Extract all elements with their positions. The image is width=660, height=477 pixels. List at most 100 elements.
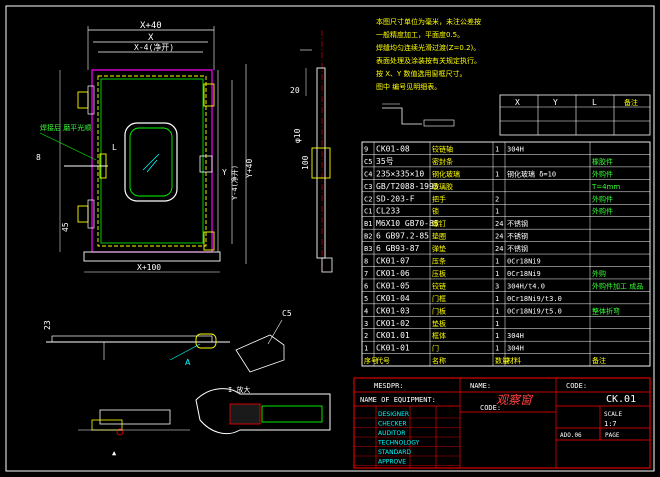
bom-cell-no: 4 (364, 307, 368, 315)
side-view: 20 φ10 100 (290, 30, 333, 273)
note-4: 表面处理及涂装按有关规定执行。 (376, 56, 481, 65)
gasket-section (229, 403, 261, 425)
bom-cell-no: 9 (364, 145, 368, 153)
tb-equipment: NAME OF EQUIPMENT: (360, 396, 436, 404)
bom-cell-note: 整体折弯 (592, 306, 620, 315)
tb-role: APPROVE (378, 459, 406, 466)
bom-cell-mat: 304H (507, 145, 524, 153)
bom-cell-code: 6 GB97.2-85 (376, 232, 429, 241)
front-view: X+40 X X-4(净开) Y Y-4(净开) Y+40 L (36, 21, 254, 273)
bom-cell-name: 门框 (432, 294, 446, 303)
bom-cell-no: 8 (364, 258, 368, 266)
bom-cell-mat: 304H (507, 332, 524, 340)
bom-cell-code: CK01-08 (376, 144, 410, 153)
dim-x-plus-100: X+100 (137, 263, 161, 272)
tb-role: AUDITOR (378, 430, 405, 437)
bom-cell-mat: 0Cr18Ni9/t5.0 (507, 307, 562, 315)
tb-code-small: CODE: (480, 404, 501, 412)
technical-notes: 本图尺寸单位为毫米，未注公差按 一般精度加工，平面度0.5。 焊缝均匀连续光滑过… (376, 17, 481, 91)
bom-cell-code: GB/T2088-1995 (376, 182, 439, 191)
note-5: 按 X、Y 数值选用窗框尺寸。 (376, 69, 467, 78)
tb-role: DESIGNER (378, 411, 409, 418)
svg-text:▲: ▲ (112, 449, 117, 457)
bom-cell-name: 锁 (432, 207, 439, 216)
note-2: 一般精度加工，平面度0.5。 (376, 30, 464, 39)
bom-cell-no: 2 (364, 332, 368, 340)
bom-cell-name: 铰链轴 (432, 144, 453, 153)
bom-cell-no: B3 (364, 245, 372, 253)
bom-cell-note: T=4mm (591, 183, 620, 191)
bom-cell-qty: 1 (495, 258, 499, 266)
side-profile (316, 67, 326, 259)
bom-cell-qty: 3 (495, 282, 499, 290)
bom-cell-no: B2 (364, 233, 372, 241)
bom-cell-note: 外购件 (592, 169, 613, 178)
tb-code-label: CODE: (566, 382, 587, 390)
dim-x-minus-4: X-4(净开) (134, 42, 174, 52)
bom-cell-note: 橡胶件 (592, 157, 613, 166)
dim-x-plus-40: X+40 (140, 21, 162, 31)
bom-cell-no: C3 (364, 183, 372, 191)
bom-cell-name: 垫板 (432, 319, 446, 328)
bom-cell-qty: 1 (495, 307, 499, 315)
bom-cell-qty: 1 (495, 145, 499, 153)
bom-cell-code: CK01-05 (376, 281, 410, 290)
bom-cell-code: CK01-07 (376, 257, 410, 266)
note-6: 图中 编号见明细表。 (376, 82, 441, 91)
bom-cell-no: B1 (364, 220, 372, 228)
bom-cell-no: 6 (364, 282, 368, 290)
lock (199, 155, 213, 173)
bom-cell-qty: 1 (495, 295, 499, 303)
bom-cell-qty: 1 (495, 320, 499, 328)
note-1: 本图尺寸单位为毫米，未注公差按 (376, 17, 481, 26)
glass-section (261, 405, 323, 423)
bom-cell-mat: 0Cr18Ni9 (507, 270, 541, 278)
bom-cell-qty: 1 (495, 332, 499, 340)
bom-header-cell: 数量 (495, 356, 509, 365)
bom-cell-qty: 24 (495, 220, 503, 228)
bom-cell-name: 压板 (432, 269, 446, 278)
door-panel (100, 78, 204, 244)
c5-callout: C5 (282, 309, 292, 318)
bom-cell-qty: 1 (495, 208, 499, 216)
bom-cell-code: CK01-02 (376, 319, 410, 328)
bom-cell-mat: 不锈钢 (507, 219, 528, 228)
bom-header-cell: 代号 (376, 356, 390, 365)
bom-header-cell: 名称 (432, 356, 446, 365)
side-handle (311, 147, 331, 179)
section-view: A 23 (43, 320, 230, 367)
bom-cell-code: CK01-03 (376, 306, 410, 315)
bom-cell-mat: 0Cr18Ni9 (507, 258, 541, 266)
dimension-table: X Y L 备注 (499, 94, 651, 136)
section-detail-outline (195, 388, 331, 435)
weld-callout: 焊接后 磨平光顺 (40, 123, 91, 132)
handle-top (203, 83, 215, 107)
tb-mesdpr: MESDPR: (374, 382, 404, 390)
bom-cell-code: 35号 (376, 157, 394, 166)
door-frame-dashed (97, 75, 207, 247)
bom-cell-no: 5 (364, 295, 368, 303)
bom-cell-mat: 304H (507, 345, 524, 353)
bom-cell-mat: 不锈钢 (507, 232, 528, 241)
bom-cell-name: 玻璃胶 (432, 182, 453, 191)
bom-cell-no: C2 (364, 195, 372, 203)
dim-y-plus-40: Y+40 (245, 159, 254, 178)
tb-code: CK.01 (606, 394, 636, 405)
window-glass-inner (129, 127, 173, 197)
dim-45: 45 (61, 222, 70, 232)
bracket-sketch (382, 103, 455, 127)
bom-cell-name: 螺钉 (432, 219, 446, 228)
base-plate (83, 251, 221, 262)
bom-cell-name: 弹垫 (432, 244, 446, 253)
bom-header-cell: 备注 (592, 356, 606, 365)
bom-cell-name: 铰链 (432, 281, 446, 290)
dimtab-l: L (592, 98, 597, 107)
bom-cell-no: 7 (364, 270, 368, 278)
dimtab-note: 备注 (624, 98, 638, 107)
bom-cell-qty: 1 (495, 345, 499, 353)
tb-name-label: NAME: (470, 382, 491, 390)
bom-cell-code: CK01.01 (376, 331, 410, 340)
dim-y-minus-4: Y-4(净开) (230, 165, 239, 200)
